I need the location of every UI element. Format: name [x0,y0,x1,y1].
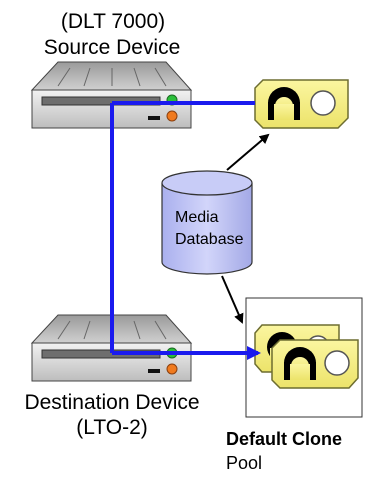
source-tape-drive [30,61,193,129]
clone-pool-title: Default Clone [226,429,342,449]
source-tape-cartridge [254,79,349,129]
media-database-icon [161,170,253,275]
clone-pool-subtitle: Pool [226,453,262,473]
destination-device-model-label: (LTO-2) [76,416,148,439]
source-device-name-label: Source Device [44,36,181,59]
source-device-model-label: (DLT 7000) [61,10,165,33]
destination-device-name-label: Destination Device [24,391,199,414]
clone-tape-cartridge-front [271,339,359,389]
status-led-orange [166,110,178,122]
database-label-line2: Database [175,231,244,248]
status-led-orange [166,363,178,375]
db-to-clone-pool-arrow [221,275,244,324]
db-to-source-tape-arrow [226,133,270,171]
database-label-line1: Media [175,209,219,226]
